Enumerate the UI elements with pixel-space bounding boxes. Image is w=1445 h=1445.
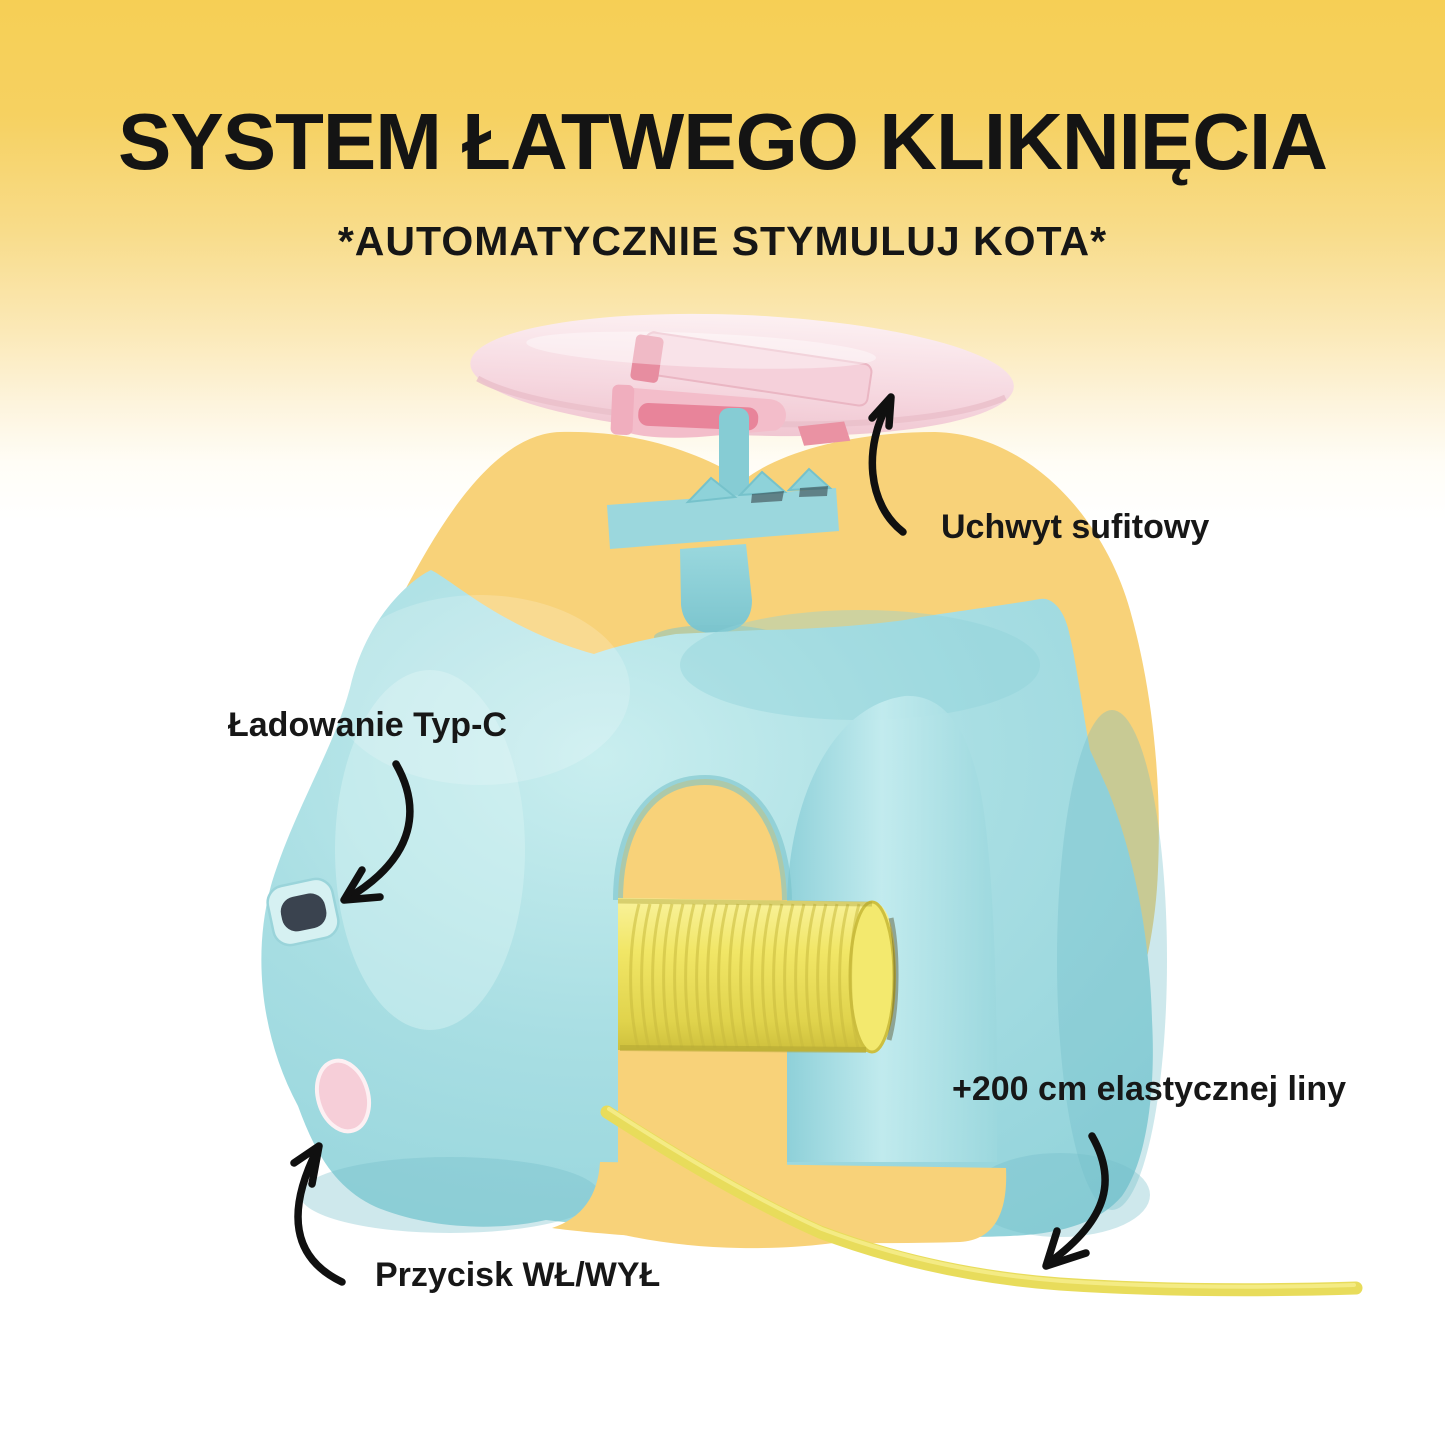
body-shade-center (680, 610, 1040, 720)
page-subtitle: *AUTOMATYCZNIE STYMULUJ KOTA* (337, 218, 1108, 264)
rope-line (600, 1105, 1363, 1297)
coil-ridge (794, 903, 806, 1049)
callout-elastic-rope: +200 cm elastycznej liny (952, 1070, 1347, 1108)
coil-ridge (673, 903, 685, 1049)
body-highlight-left (335, 670, 525, 1030)
power-button[interactable] (309, 1055, 377, 1138)
coil-ridge (761, 903, 773, 1049)
coil-ridge (684, 903, 696, 1049)
page-title: SYSTEM ŁATWEGO KLIKNIĘCIA (117, 97, 1328, 186)
coil-ridge (805, 903, 817, 1049)
disc-highlight (526, 331, 876, 369)
coil-ridge (717, 903, 729, 1049)
callout-type-c-charging: Ładowanie Typ-C (228, 706, 507, 744)
mount-rod (719, 408, 749, 504)
coil-ridge (772, 903, 784, 1049)
callout-ceiling-mount: Uchwyt sufitowy (941, 508, 1210, 546)
rope-coil (617, 898, 899, 1054)
coil-ridge (640, 903, 652, 1049)
elastic-rope (600, 1105, 1363, 1297)
type-c-port (266, 877, 340, 947)
port-socket (280, 893, 327, 932)
coil-ridge (739, 903, 751, 1049)
coil-bottom-shadow (619, 1045, 867, 1053)
coil-top-shadow (617, 898, 873, 907)
coil-ridges (629, 903, 861, 1049)
disc-clip-latch (630, 334, 664, 383)
mount-platform (607, 488, 839, 549)
curved-arrow-up-right-icon (290, 1142, 346, 1286)
coil-end-cap (848, 900, 896, 1054)
leg-shadow-left (300, 1157, 600, 1233)
mount-teeth-shadow (751, 486, 828, 503)
ceiling-disc (470, 313, 1014, 446)
disc-hook-tab (610, 384, 635, 436)
disc-clip (630, 331, 873, 407)
coil-ridge (849, 903, 861, 1049)
coil-ridge (695, 903, 707, 1049)
curved-arrow-down-left-icon (340, 760, 414, 904)
coil-ridge (827, 903, 839, 1049)
coil-ridge (651, 903, 663, 1049)
coil-ridge (629, 903, 641, 1049)
coil-ridge (750, 903, 762, 1049)
body-highlight-top (330, 595, 630, 785)
coil-ridge (783, 903, 795, 1049)
annotation-arrows (290, 393, 1109, 1286)
coil-ridge (816, 903, 828, 1049)
arch-rim-shadow (613, 774, 792, 901)
coil-ridge (662, 903, 674, 1049)
rope-highlight (607, 1107, 1356, 1289)
disc-clip-notch (797, 421, 851, 446)
body-shade-right (1057, 710, 1167, 1210)
coil-right-crevice (886, 917, 899, 1041)
mount-stem (680, 544, 752, 634)
curved-arrow-down-left-icon (1042, 1132, 1109, 1270)
coil-ridge (706, 903, 718, 1049)
curved-arrow-up-icon (868, 393, 907, 536)
coil-ridge (838, 903, 850, 1049)
coil-ridge (728, 903, 740, 1049)
legs-gap (552, 1162, 1007, 1244)
callout-power-button: Przycisk WŁ/WYŁ (375, 1256, 661, 1294)
